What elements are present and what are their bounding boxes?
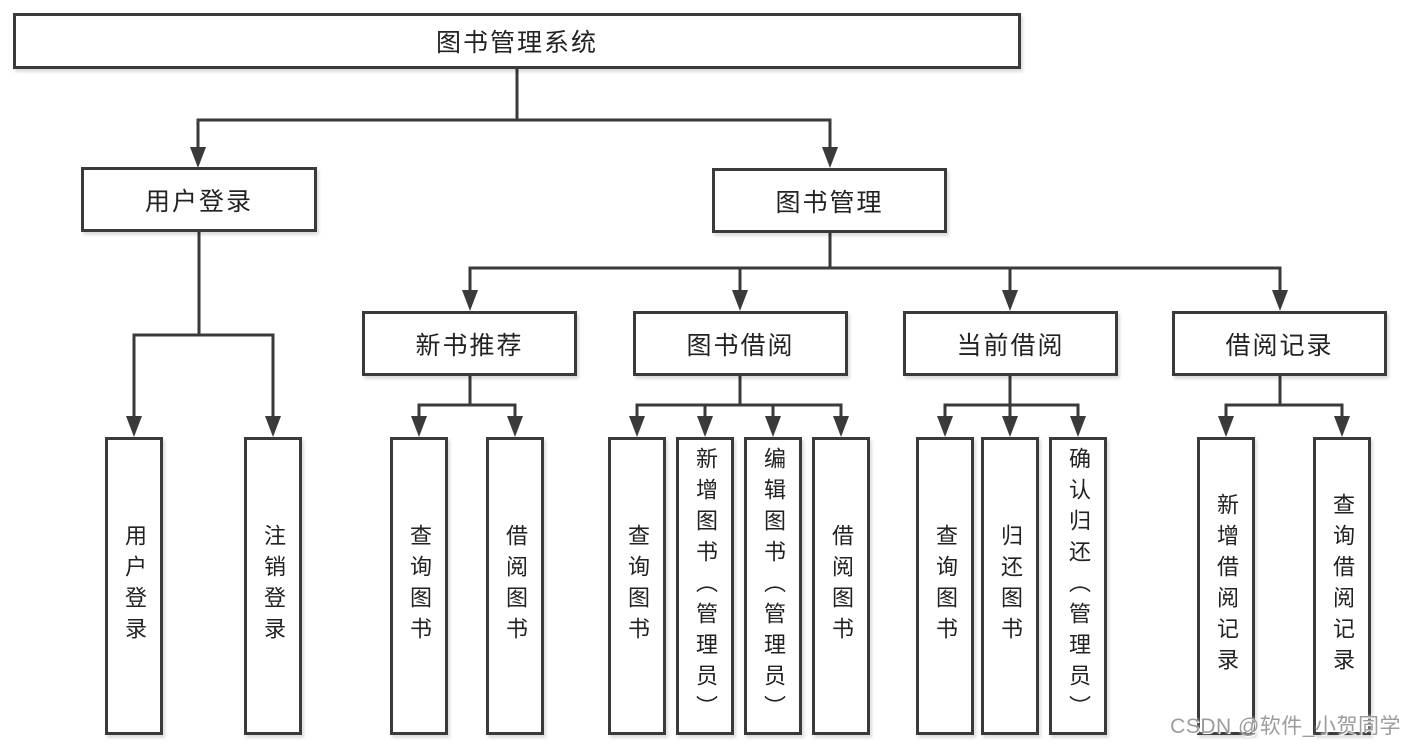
node-add-book-admin-label: 新增图书（管理员） <box>693 446 718 726</box>
node-borrow-books-borrowing-label: 借阅图书 <box>829 524 854 648</box>
node-edit-book-admin: 编辑图书（管理员） <box>744 437 802 735</box>
node-library-system: 图书管理系统 <box>13 13 1021 69</box>
node-new-book-recommendation-label: 新书推荐 <box>415 331 524 360</box>
node-query-borrow-record-label: 查询借阅记录 <box>1330 493 1355 679</box>
node-borrow-books-recommend: 借阅图书 <box>486 437 544 735</box>
node-borrow-books-recommend-label: 借阅图书 <box>503 524 528 648</box>
node-query-books-borrowing-label: 查询图书 <box>625 524 650 648</box>
node-current-borrowing: 当前借阅 <box>903 311 1118 376</box>
node-borrowing-records: 借阅记录 <box>1172 311 1387 376</box>
node-user-login-leaf: 用户登录 <box>105 437 163 735</box>
node-query-books-recommend-label: 查询图书 <box>407 524 432 648</box>
node-confirm-return-admin: 确认归还（管理员） <box>1049 437 1107 735</box>
node-add-borrow-record-label: 新增借阅记录 <box>1214 493 1239 679</box>
node-user-login-branch-label: 用户登录 <box>144 187 253 216</box>
node-confirm-return-admin-label: 确认归还（管理员） <box>1066 446 1091 726</box>
node-add-borrow-record: 新增借阅记录 <box>1197 437 1255 735</box>
node-query-books-recommend: 查询图书 <box>390 437 448 735</box>
node-book-management-label: 图书管理 <box>775 188 884 217</box>
node-edit-book-admin-label: 编辑图书（管理员） <box>761 446 786 726</box>
node-query-books-current-label: 查询图书 <box>933 524 958 648</box>
csdn-watermark: CSDN @软件_小贺同学 <box>1170 715 1401 738</box>
node-user-login-leaf-label: 用户登录 <box>122 524 147 648</box>
node-query-books-current: 查询图书 <box>916 437 974 735</box>
node-add-book-admin: 新增图书（管理员） <box>676 437 734 735</box>
node-return-books-label: 归还图书 <box>998 524 1023 648</box>
node-new-book-recommendation: 新书推荐 <box>362 311 577 376</box>
node-borrowing-records-label: 借阅记录 <box>1225 331 1334 360</box>
node-query-books-borrowing: 查询图书 <box>608 437 666 735</box>
node-user-login-branch: 用户登录 <box>81 167 317 232</box>
node-logout: 注销登录 <box>244 437 302 735</box>
arrowhead-icons <box>126 147 1350 437</box>
node-book-borrowing: 图书借阅 <box>633 311 848 376</box>
node-logout-label: 注销登录 <box>261 524 286 648</box>
node-current-borrowing-label: 当前借阅 <box>956 331 1065 360</box>
node-book-borrowing-label: 图书借阅 <box>686 331 795 360</box>
node-borrow-books-borrowing: 借阅图书 <box>812 437 870 735</box>
node-book-management: 图书管理 <box>712 168 947 233</box>
node-library-system-label: 图书管理系统 <box>435 29 598 57</box>
node-return-books: 归还图书 <box>981 437 1039 735</box>
node-query-borrow-record: 查询借阅记录 <box>1313 437 1371 735</box>
